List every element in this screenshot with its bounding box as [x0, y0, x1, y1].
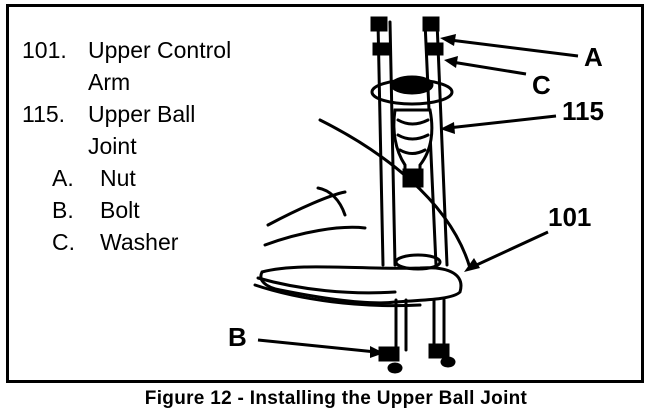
figure-caption: Figure 12 - Installing the Upper Ball Jo… — [144, 388, 528, 409]
control-arm-edge — [253, 283, 422, 308]
legend-item-c: C. Washer — [22, 226, 231, 258]
control-arm-flange — [263, 225, 367, 247]
legend-label: Bolt — [100, 197, 140, 223]
legend-number: 101. — [22, 37, 67, 63]
callout-a: A — [584, 42, 603, 72]
control-arm-edge-2 — [256, 276, 397, 295]
legend-item-115: 115. Upper Ball — [22, 98, 231, 130]
legend-label: Upper Control — [88, 37, 232, 63]
parts-legend: 101. Upper Control Arm 115. Upper Ball J… — [22, 34, 231, 258]
legend-item-101: 101. Upper Control — [22, 34, 231, 66]
legend-label: Nut — [100, 165, 136, 191]
legend-label: Joint — [88, 133, 137, 159]
legend-label: Arm — [88, 69, 131, 95]
control-arm-flange-2 — [266, 190, 347, 227]
legend-number: 115. — [22, 101, 66, 127]
figure-frame — [6, 4, 644, 383]
legend-item-115-cont: Joint — [22, 130, 231, 162]
legend-item-b: B. Bolt — [22, 194, 231, 226]
callout-c: C — [532, 70, 551, 100]
legend-label: Upper Ball — [88, 101, 196, 127]
callout-b: B — [228, 322, 247, 352]
legend-letter: C. — [52, 229, 75, 255]
control-arm-outline — [259, 265, 463, 305]
legend-letter: B. — [52, 197, 74, 223]
legend-letter: A. — [52, 165, 74, 191]
legend-label: Washer — [100, 229, 179, 255]
legend-item-a: A. Nut — [22, 162, 231, 194]
callout-115: 115 — [562, 96, 604, 126]
legend-item-101-cont: Arm — [22, 66, 231, 98]
callout-101: 101 — [548, 202, 592, 232]
control-arm-curve — [316, 186, 347, 217]
